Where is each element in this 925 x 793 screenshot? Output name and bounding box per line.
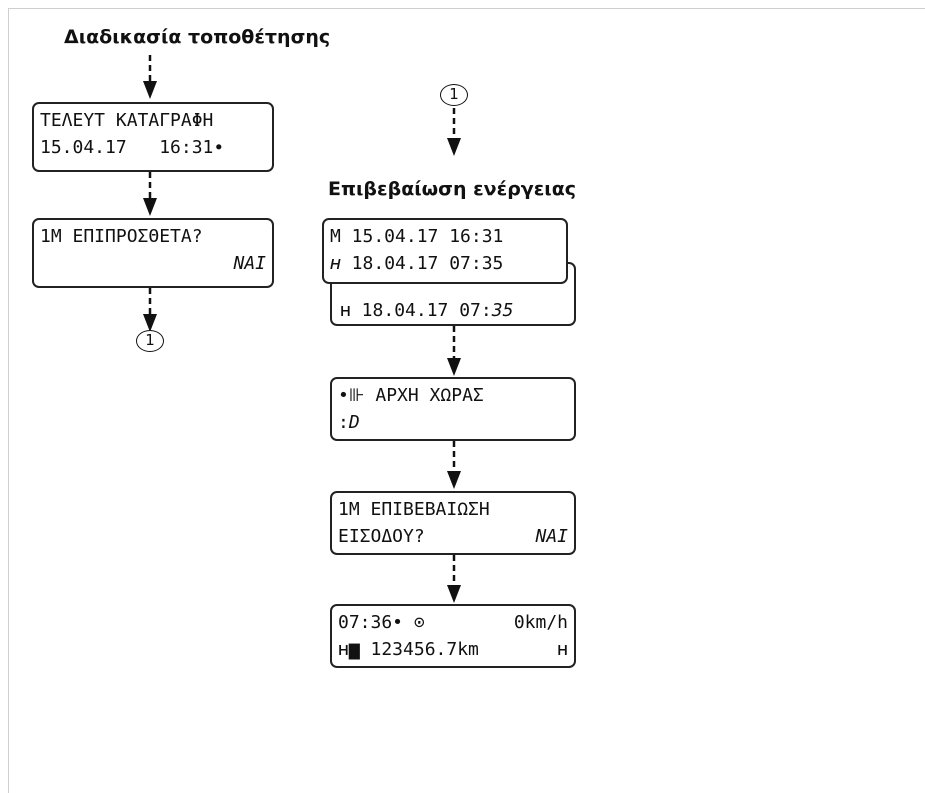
screen-line-2: :D bbox=[338, 412, 360, 433]
action-confirmation-heading: Επιβεβαίωση ενέργειας bbox=[328, 178, 577, 200]
screen-line-2: ΕΙΣΟΔΟΥ?ΝΑΙ bbox=[338, 526, 568, 547]
installation-procedure-heading: Διαδικασία τοποθέτησης bbox=[64, 26, 331, 48]
connector-circle-1: 1 bbox=[136, 330, 164, 352]
lcd-last-record-screen: ΤΕΛΕΥΤ ΚΑΤΑΓΡΑΦΗ 15.04.17 16:31∙ bbox=[32, 102, 274, 172]
lcd-confirm-entry-screen: 1Μ ΕΠΙΒΕΒΑΙΩΣΗ ΕΙΣΟΔΟΥ?ΝΑΙ bbox=[330, 491, 576, 555]
down-arrow-icon bbox=[447, 555, 461, 603]
country-start-icon: •⊪ bbox=[338, 385, 365, 406]
down-arrow-icon bbox=[143, 55, 157, 99]
screen-line-2: 15.04.17 16:31∙ bbox=[34, 137, 272, 159]
yes-option: ΝΑΙ bbox=[535, 526, 568, 547]
dot-symbol-icon: ∙ bbox=[213, 137, 225, 158]
down-arrow-icon bbox=[447, 108, 461, 156]
country-code: D bbox=[348, 412, 360, 433]
lcd-period-screen-front: Μ 15.04.17 16:31 ʜ 18.04.17 07:35 bbox=[322, 218, 568, 284]
screen-line-1: •⊪ ΑΡΧΗ ΧΩΡΑΣ bbox=[338, 385, 484, 406]
rest-symbol-icon: ʜ bbox=[330, 253, 341, 274]
figure-frame bbox=[8, 8, 925, 793]
lcd-additional-entry-screen: 1Μ ΕΠΙΠΡΟΣΘΕΤΑ? ΝΑΙ bbox=[32, 218, 274, 288]
down-arrow-icon bbox=[447, 441, 461, 489]
time-status: 07:36• ⊙ bbox=[338, 612, 425, 633]
down-arrow-icon bbox=[143, 172, 157, 216]
screen-line-2: ʜ▆ 123456.7km ʜ bbox=[332, 639, 574, 661]
lcd-country-start-screen: •⊪ ΑΡΧΗ ΧΩΡΑΣ :D bbox=[330, 377, 576, 441]
speed: 0km/h bbox=[513, 612, 568, 633]
record-datetime: 15.04.17 16:31 bbox=[40, 137, 214, 158]
yes-option: ΝΑΙ bbox=[233, 253, 266, 274]
connector-circle-1: 1 bbox=[440, 84, 468, 106]
lcd-standard-display-screen: 07:36• ⊙ 0km/h ʜ▆ 123456.7km ʜ bbox=[330, 604, 576, 668]
screen-line-1: 07:36• ⊙ 0km/h bbox=[332, 612, 574, 634]
screen-line-1: 1Μ ΕΠΙΠΡΟΣΘΕΤΑ? bbox=[40, 226, 203, 247]
screen-line-2: ʜ 18.04.17 07:35 bbox=[340, 300, 514, 321]
screen-line-1: 1Μ ΕΠΙΒΕΒΑΙΩΣΗ bbox=[338, 499, 490, 520]
odometer: ʜ▆ 123456.7km bbox=[338, 639, 479, 660]
screen-line-1: Μ 15.04.17 16:31 bbox=[330, 226, 504, 247]
rest-symbol-icon: ʜ bbox=[340, 300, 351, 321]
down-arrow-icon bbox=[447, 326, 461, 376]
screen-line-2: ʜ 18.04.17 07:35 bbox=[330, 253, 504, 274]
screen-line-1: ΤΕΛΕΥΤ ΚΑΤΑΓΡΑΦΗ bbox=[40, 110, 214, 131]
down-arrow-icon bbox=[143, 288, 157, 332]
rest-symbol-icon: ʜ bbox=[557, 639, 568, 660]
